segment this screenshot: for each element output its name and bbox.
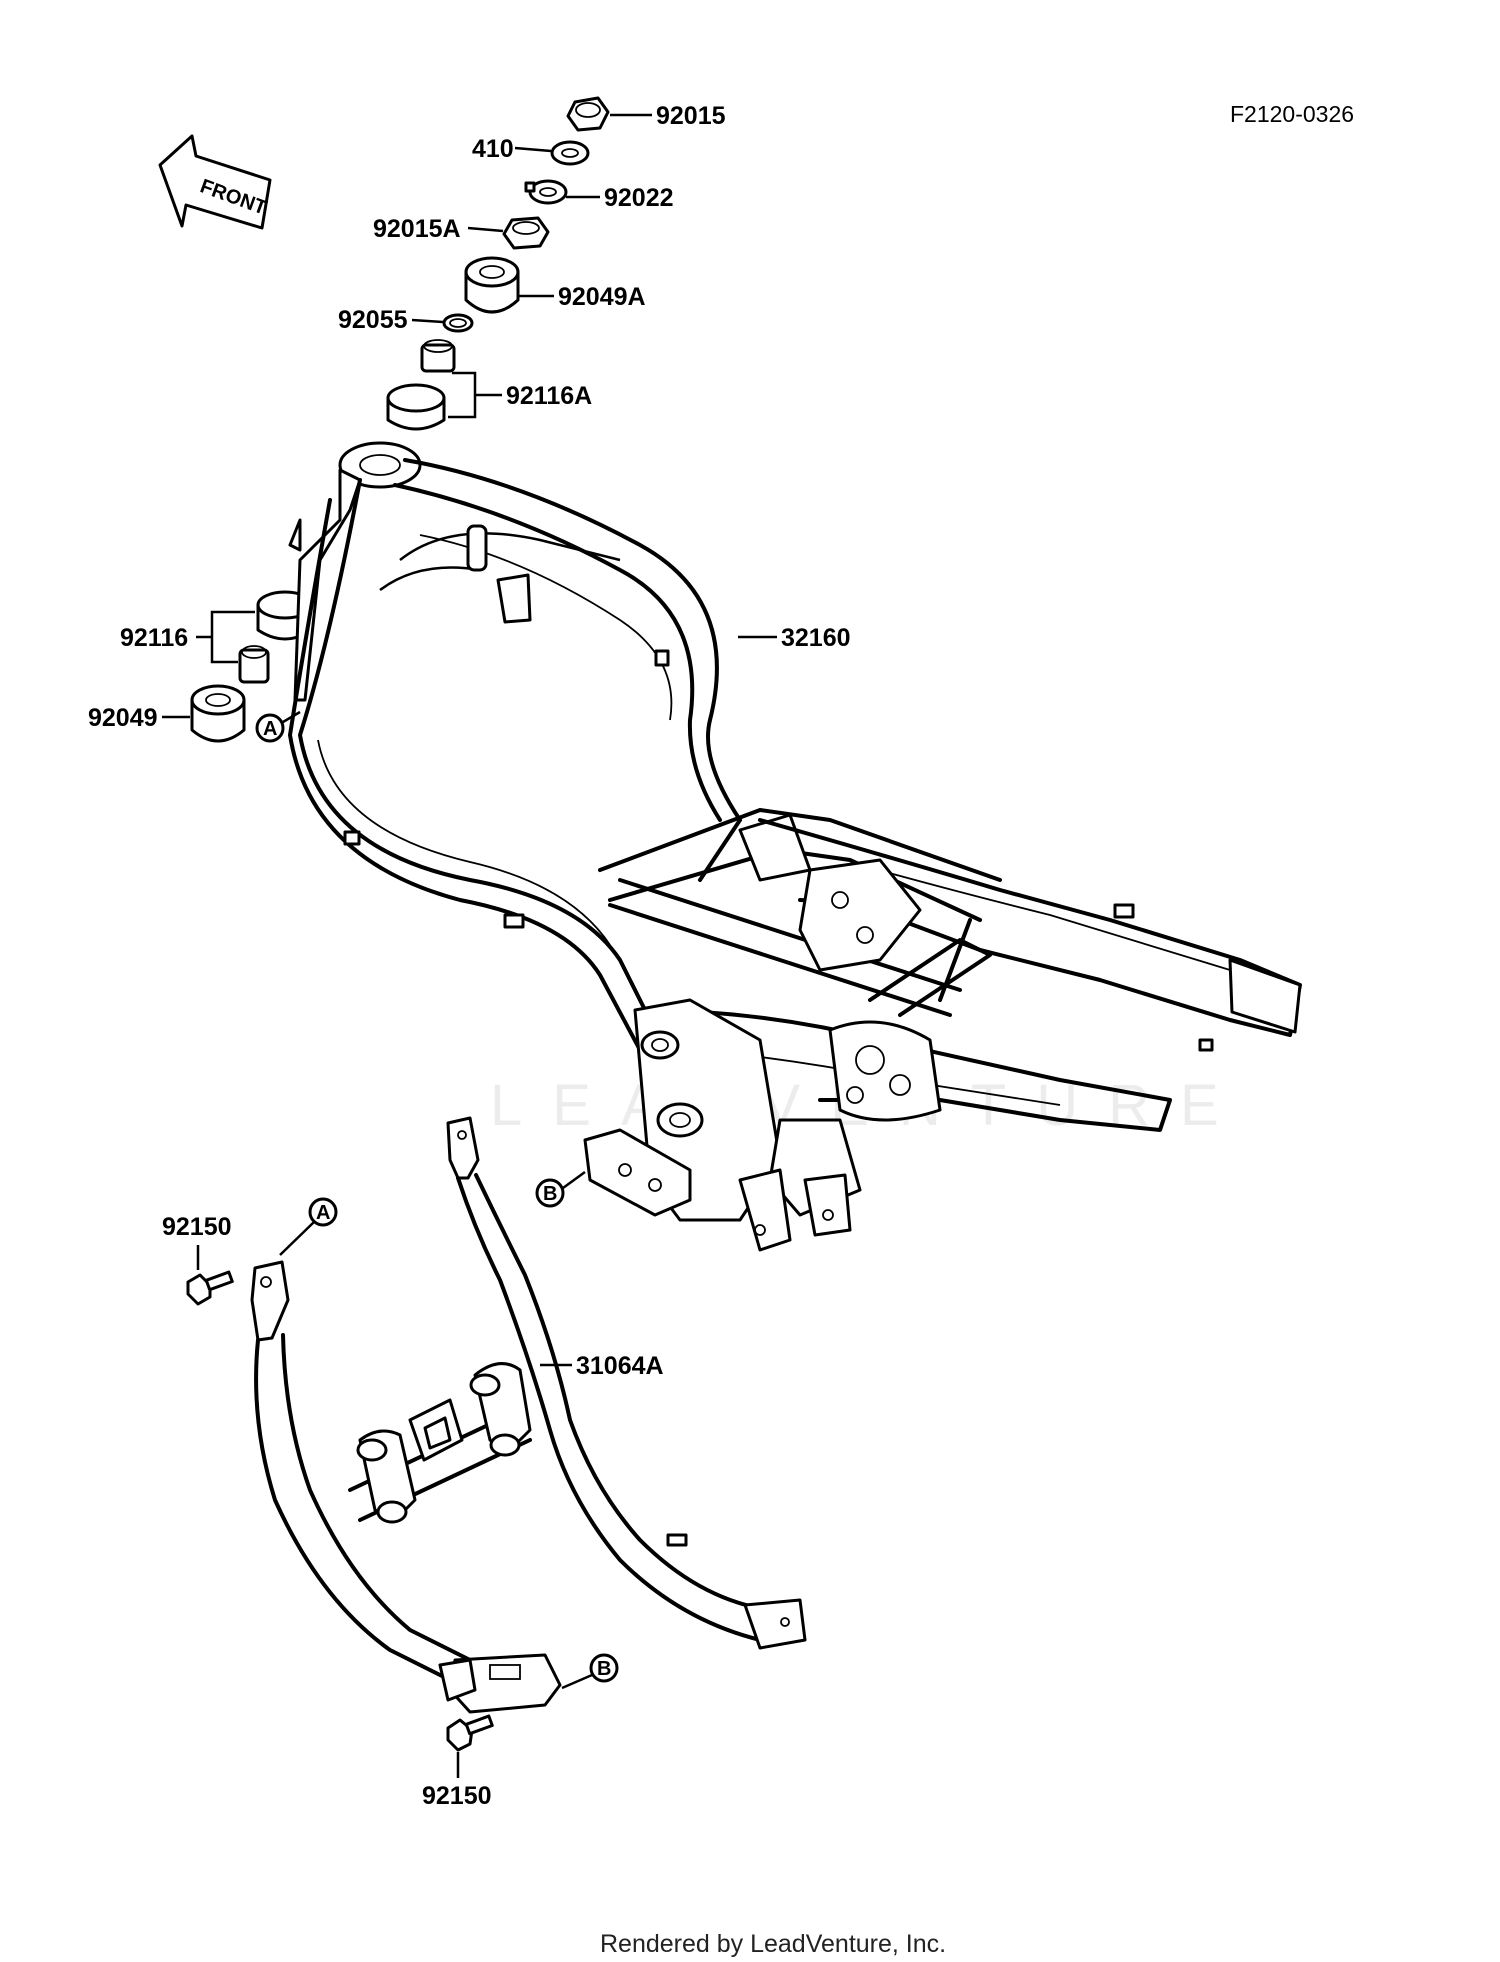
label-92116: 92116 (120, 624, 188, 652)
callout-b-cradle: B (589, 1653, 619, 1683)
label-32160: 32160 (781, 624, 851, 652)
seal-92055[interactable] (442, 313, 474, 333)
bearing-92049[interactable] (190, 684, 246, 743)
frame-32160[interactable] (288, 441, 1302, 1252)
callout-a-cradle: A (308, 1197, 338, 1227)
svg-text:B: B (543, 1183, 557, 1205)
label-31064a: 31064A (576, 1352, 664, 1380)
label-92150-bottom: 92150 (422, 1782, 492, 1810)
svg-text:A: A (316, 1202, 330, 1224)
label-92049a: 92049A (558, 283, 646, 311)
label-92015: 92015 (656, 102, 726, 130)
diagram-code: F2120-0326 (1230, 101, 1354, 127)
svg-text:B: B (597, 1658, 611, 1680)
lock-washer-92022[interactable] (524, 179, 568, 205)
label-92049: 92049 (88, 704, 158, 732)
cradle-31064a[interactable] (250, 1116, 807, 1714)
adjust-nut-92015a[interactable] (502, 216, 550, 250)
bolt-92150-bottom[interactable] (446, 1714, 494, 1752)
label-92150-top: 92150 (162, 1213, 232, 1241)
label-92055: 92055 (338, 306, 408, 334)
bolt-92150-top[interactable] (186, 1270, 234, 1306)
label-92015a: 92015A (373, 215, 461, 243)
footer-credit: Rendered by LeadVenture, Inc. (600, 1930, 946, 1958)
label-92022: 92022 (604, 184, 674, 212)
label-92116a: 92116A (506, 382, 592, 410)
washer-410[interactable] (550, 140, 590, 166)
front-arrow-icon: FRONT (158, 134, 272, 230)
callout-b-frame: B (535, 1178, 565, 1208)
steering-nut-92015[interactable] (566, 96, 610, 132)
race-92116a[interactable] (386, 339, 456, 431)
bearing-92049a[interactable] (464, 256, 520, 314)
svg-text:A: A (263, 718, 277, 740)
label-410: 410 (472, 135, 514, 163)
callout-a-frame: A (255, 713, 285, 743)
